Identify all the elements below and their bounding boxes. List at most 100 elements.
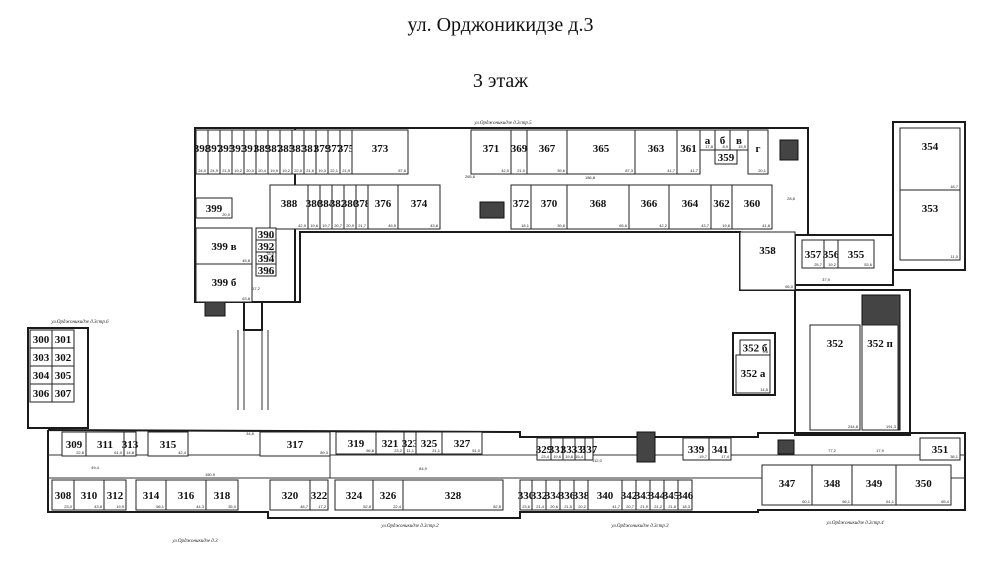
room-number: 381 (302, 143, 319, 155)
room-area: 13,4 (266, 246, 275, 251)
room-number: 380 (342, 198, 359, 210)
room-area: 21,9 (342, 168, 351, 173)
room-number: 336 (559, 490, 576, 502)
room-351 (919, 437, 961, 461)
room-area: 13,5 (266, 258, 275, 263)
room-318 (205, 479, 239, 511)
room-area: 23,6 (522, 504, 531, 509)
room-number: 310 (81, 490, 98, 502)
room-number: 371 (483, 143, 500, 155)
room-area: 15,5 (738, 144, 747, 149)
room-area: 60,1 (802, 499, 811, 504)
room-354 (899, 127, 961, 191)
room-area: 39,6 (557, 168, 566, 173)
room-number: 321 (382, 438, 399, 450)
room-359 (714, 149, 738, 165)
room-number: 343 (635, 490, 652, 502)
room-area: 65,4 (941, 499, 950, 504)
room-311 (85, 431, 125, 457)
room-number: 399 б (212, 277, 237, 289)
corridor-area: 34,8 (246, 431, 255, 436)
room-area: 57,8 (398, 168, 407, 173)
room-area: 42,0 (501, 168, 510, 173)
room-number: 329 (536, 444, 553, 456)
room-352-п (861, 324, 899, 431)
room-area: 14,8 (126, 450, 135, 455)
room-area: 21,5 (564, 504, 573, 509)
room-area: 21,9 (640, 504, 649, 509)
room-area: 20,2 (578, 504, 587, 509)
corridor-area: 17,9 (876, 448, 885, 453)
room-number: 370 (541, 198, 558, 210)
room-358 (739, 231, 796, 291)
room-312 (103, 479, 127, 511)
room-number: 303 (33, 352, 50, 364)
room-number: 315 (160, 439, 177, 451)
room-area: 12,5 (266, 270, 275, 275)
room-area: 24,9 (210, 168, 219, 173)
room-area: 20,0 (222, 212, 231, 217)
room-number: 389 (254, 143, 271, 155)
room-area: 20,6 (550, 504, 559, 509)
room-363 (634, 129, 678, 175)
room-number: 387 (266, 143, 283, 155)
room-area: 19,7 (699, 454, 708, 459)
room-area: 18,1 (521, 223, 530, 228)
room-number: 362 (713, 198, 730, 210)
corridor-area: 17,2 (252, 286, 261, 291)
room-area: 21,0 (517, 168, 526, 173)
room-area: 23,0 (64, 504, 73, 509)
room-г (747, 129, 769, 175)
room-number: 353 (922, 203, 939, 215)
address-title: ул. Орджоникидзе д.3 (407, 14, 594, 36)
room-320 (269, 479, 311, 511)
room-area: 19,6 (553, 454, 562, 459)
corridor-area: 150,9 (205, 472, 216, 477)
room-number: 399 (206, 203, 223, 215)
room-area: 56,1 (156, 504, 165, 509)
room-area: 65,6 (619, 223, 628, 228)
room-area: 87,3 (625, 168, 634, 173)
room-area: 20,7 (334, 223, 343, 228)
floor-title: 3 этаж (472, 70, 529, 92)
room-area: 63,8 (242, 296, 251, 301)
room-360 (731, 184, 773, 230)
room-388 (269, 184, 309, 230)
street-label-bottom-right: ул.Орджоникидзе д.3стр.4 (825, 521, 884, 526)
room-number: 393 (230, 143, 247, 155)
room-number: 332 (531, 490, 548, 502)
room-area: 39,8 (557, 223, 566, 228)
room-number: 384 (318, 198, 335, 210)
room-number: 322 (311, 490, 328, 502)
room-number: 361 (680, 143, 697, 155)
room-346 (677, 479, 693, 511)
room-370 (530, 184, 568, 230)
room-366 (628, 184, 670, 230)
room-number: 360 (744, 198, 761, 210)
room-area: 82,8 (493, 504, 502, 509)
room-area: 18,7 (950, 184, 959, 189)
room-area: 43,8 (94, 504, 103, 509)
room-number: 327 (454, 438, 471, 450)
room-number: 368 (590, 198, 607, 210)
room-326 (372, 479, 404, 511)
room-area: 21,8 (668, 504, 677, 509)
room-number: 317 (287, 439, 304, 451)
room-area: 15,4 (575, 454, 584, 459)
room-number: 338 (573, 490, 590, 502)
room-area: 41,8 (762, 223, 771, 228)
room-area: 48,7 (300, 504, 309, 509)
corridor-area: 28,8 (787, 196, 796, 201)
room-area: 23,4 (541, 454, 550, 459)
corridor-area: 112,0 (592, 458, 602, 463)
room-355 (837, 239, 875, 269)
room-area: 41,7 (612, 504, 621, 509)
room-number: 383 (290, 143, 307, 155)
room-399 (195, 197, 233, 219)
room-area: 24,0 (198, 168, 207, 173)
room-number: 325 (421, 438, 438, 450)
room-area: 20,7 (626, 504, 635, 509)
room-number: 372 (513, 198, 530, 210)
room-371 (470, 129, 512, 175)
